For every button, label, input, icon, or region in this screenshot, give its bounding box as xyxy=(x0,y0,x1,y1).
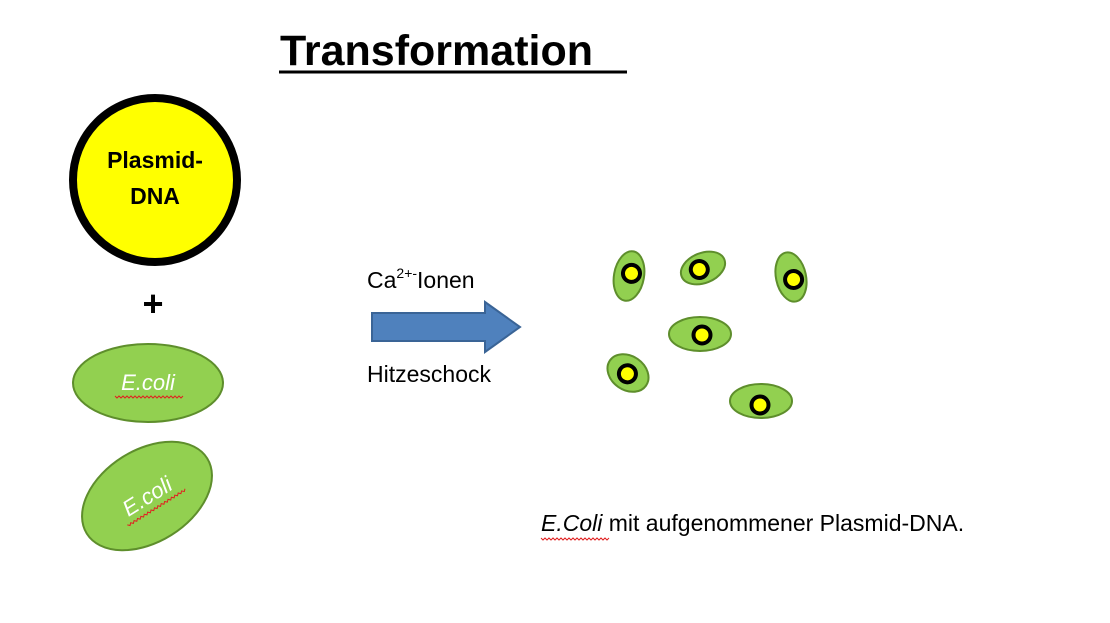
transformed-cell xyxy=(606,353,650,393)
plus-sign: + xyxy=(142,283,163,324)
plasmid-dot xyxy=(620,262,642,284)
ecoli-label: E.coli xyxy=(121,370,176,395)
heat-shock-label: Hitzeschock xyxy=(367,361,491,387)
ecoli-cell-body xyxy=(72,343,224,423)
transformed-cell xyxy=(774,251,808,303)
plasmid-dot xyxy=(783,269,805,291)
spellcheck-underline xyxy=(114,395,184,399)
plasmid-dot xyxy=(616,363,638,385)
caption-spellcheck-underline xyxy=(540,537,610,541)
right-arrow-icon xyxy=(371,300,522,354)
plasmid-label-line2: DNA xyxy=(130,183,180,209)
ecoli-cell-2: E.coli xyxy=(81,440,213,552)
transformed-cell xyxy=(668,316,732,352)
ecoli-cell-1: E.coli xyxy=(72,343,224,423)
ion-label: Ca2+-Ionen xyxy=(367,265,475,293)
ecoli-cell-body xyxy=(81,440,213,552)
plasmid-dot xyxy=(691,324,713,346)
page-title: Transformation xyxy=(280,27,593,75)
plasmid-dot xyxy=(749,394,771,416)
plasmid-dot xyxy=(688,258,710,280)
plasmid-circle xyxy=(69,94,241,266)
transformed-cell xyxy=(679,250,727,286)
plasmid-dna: Plasmid- DNA xyxy=(69,94,241,266)
transformed-cell xyxy=(612,250,646,302)
transformed-cell xyxy=(729,383,793,419)
result-caption: E.Coli mit aufgenommener Plasmid-DNA. xyxy=(541,510,964,536)
transformed-cells xyxy=(606,250,808,419)
plasmid-label-line1: Plasmid- xyxy=(107,147,203,173)
spellcheck-underline xyxy=(127,488,186,527)
